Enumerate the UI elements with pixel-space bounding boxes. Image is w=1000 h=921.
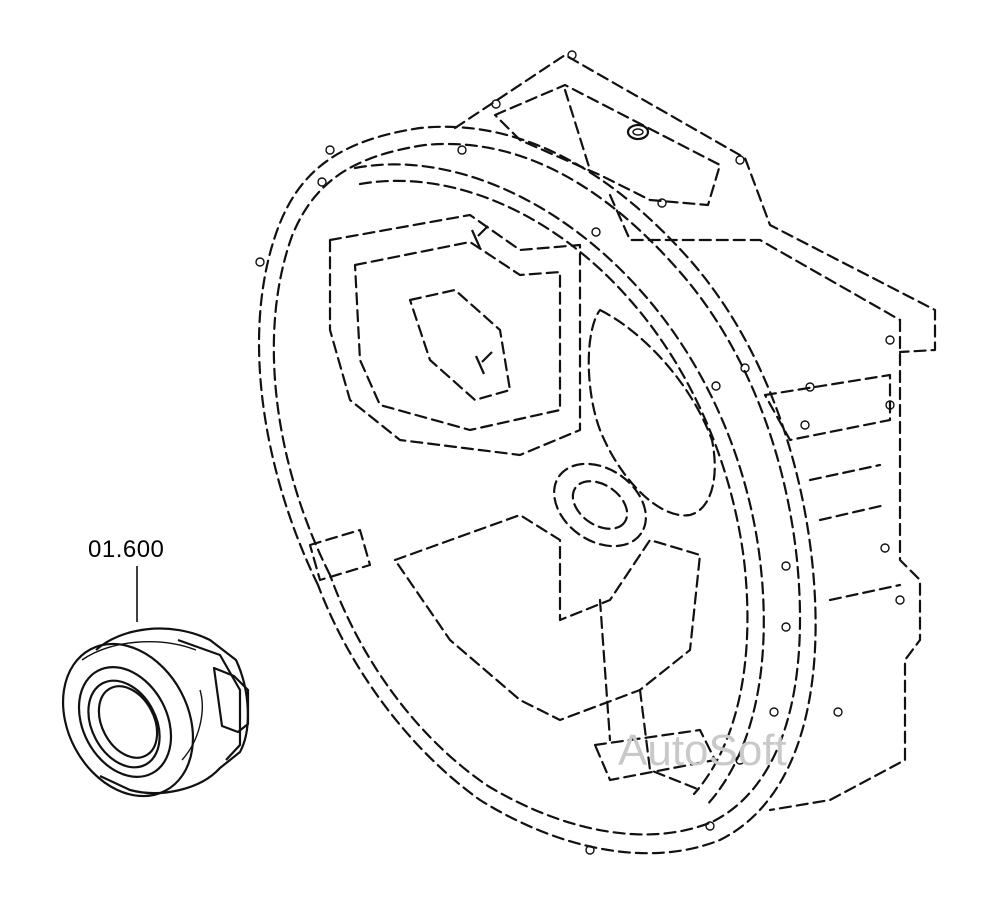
housing-rib-upper-inner	[353, 240, 562, 432]
housing-mark-k1	[470, 225, 489, 249]
housing-flange-inner	[353, 163, 765, 808]
bearing-face-outer	[61, 642, 195, 798]
housing-top-block	[453, 53, 937, 354]
housing-rib-mid	[408, 288, 512, 402]
housing-top-opening	[493, 83, 722, 207]
housing-top-edge	[563, 88, 902, 322]
watermark-text: AutoSoft	[618, 726, 787, 775]
housing-top-boss	[626, 123, 650, 141]
clutch-housing-outline	[255, 50, 937, 855]
housing-rib-upper	[328, 213, 582, 457]
housing-rear-lip	[763, 373, 892, 442]
bearing-clip	[212, 666, 250, 734]
housing-center-boss	[553, 462, 647, 548]
housing-rear-slot	[808, 463, 902, 602]
housing-bolt-holes	[255, 50, 905, 855]
housing-lower-web	[393, 513, 702, 722]
bearing-face-inner	[77, 666, 173, 778]
housing-bore-rim	[587, 308, 716, 517]
housing-mark-k2	[474, 351, 493, 375]
bearing-ring-line	[81, 641, 203, 761]
housing-center-boss-inner	[571, 480, 629, 530]
bearing-outer-body	[95, 627, 249, 795]
housing-outer-rim	[257, 125, 817, 855]
housing-lower-rib	[598, 598, 702, 792]
bearing-collar	[177, 638, 242, 761]
part-callout-label[interactable]: 01.600	[88, 536, 165, 563]
bearing-bore-1	[87, 679, 161, 769]
housing-flange-inner-2	[358, 179, 749, 796]
housing-mid-rim	[272, 142, 802, 836]
housing-top-boss-inner	[632, 128, 644, 136]
housing-side-tab	[308, 528, 372, 582]
bearing-bore-2	[97, 685, 159, 759]
housing-rear-face	[768, 318, 922, 812]
housing-lower-foot	[593, 728, 717, 782]
release-bearing	[61, 566, 250, 798]
